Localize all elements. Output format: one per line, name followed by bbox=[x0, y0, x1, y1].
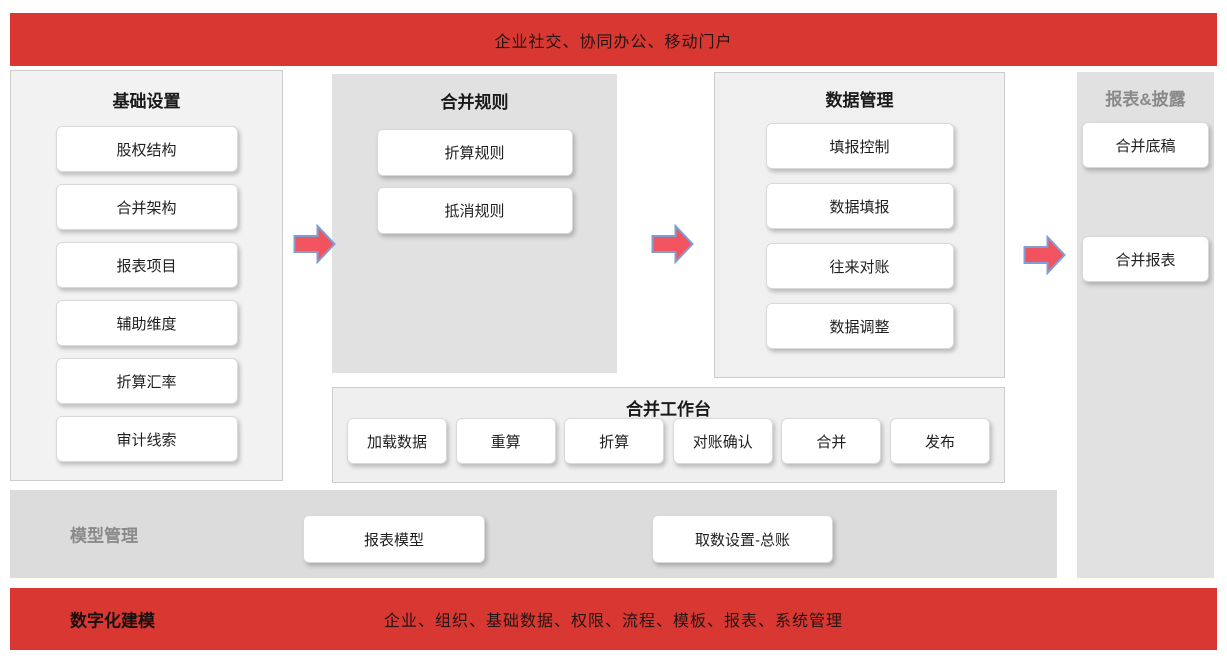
module-intercompany-reconciliation: 往来对账 bbox=[765, 243, 954, 289]
module-elimination-rules: 抵消规则 bbox=[376, 187, 573, 234]
right-arrow-icon bbox=[651, 223, 694, 265]
band-model-management: 模型管理 报表模型 取数设置-总账 bbox=[10, 490, 1057, 578]
module-audit-trail: 审计线索 bbox=[55, 416, 238, 462]
panel-consolidation-workbench: 合并工作台 加载数据 重算 折算 对账确认 合并 发布 bbox=[332, 387, 1005, 483]
module-publish: 发布 bbox=[889, 418, 990, 464]
panel-basic-settings: 基础设置 股权结构 合并架构 报表项目 辅助维度 折算汇率 审计线索 bbox=[10, 70, 283, 481]
module-consolidation-structure: 合并架构 bbox=[55, 184, 238, 230]
module-exchange-rate: 折算汇率 bbox=[55, 358, 238, 404]
module-translate: 折算 bbox=[564, 418, 665, 464]
panel-report-title: 报表&披露 bbox=[1105, 90, 1186, 109]
module-recalculate: 重算 bbox=[455, 418, 556, 464]
band-model-title: 模型管理 bbox=[70, 526, 138, 546]
right-arrow-icon bbox=[293, 223, 336, 265]
module-equity-structure: 股权结构 bbox=[55, 126, 238, 172]
module-auxiliary-dimension: 辅助维度 bbox=[55, 300, 238, 346]
flow-arrow-3 bbox=[1022, 234, 1067, 280]
module-reconciliation-confirm: 对账确认 bbox=[672, 418, 773, 464]
bottom-banner-label: 数字化建模 bbox=[70, 611, 155, 631]
module-report-model: 报表模型 bbox=[303, 515, 485, 563]
bottom-banner-text: 企业、组织、基础数据、权限、流程、模板、报表、系统管理 bbox=[383, 613, 843, 630]
workbench-row: 加载数据 重算 折算 对账确认 合并 发布 bbox=[333, 418, 1004, 464]
module-translation-rules: 折算规则 bbox=[376, 129, 573, 176]
panel-data-management: 数据管理 填报控制 数据填报 往来对账 数据调整 bbox=[714, 72, 1005, 378]
panel-data-title: 数据管理 bbox=[825, 91, 894, 110]
module-filling-control: 填报控制 bbox=[765, 123, 954, 169]
bottom-banner: 数字化建模 企业、组织、基础数据、权限、流程、模板、报表、系统管理 bbox=[10, 588, 1217, 650]
flow-arrow-2 bbox=[650, 223, 695, 269]
panel-basic-title: 基础设置 bbox=[112, 92, 181, 111]
module-data-filling: 数据填报 bbox=[765, 183, 954, 229]
panel-rules-title: 合并规则 bbox=[440, 93, 509, 112]
panel-workbench-title: 合并工作台 bbox=[626, 400, 711, 419]
panel-report-disclosure: 报表&披露 合并底稿 合并报表 bbox=[1077, 72, 1214, 578]
top-banner-text: 企业社交、协同办公、移动门户 bbox=[494, 33, 733, 51]
module-load-data: 加载数据 bbox=[347, 418, 447, 464]
module-consolidated-report: 合并报表 bbox=[1082, 236, 1209, 282]
right-arrow-icon bbox=[1023, 234, 1066, 276]
module-data-adjustment: 数据调整 bbox=[765, 303, 954, 349]
module-report-items: 报表项目 bbox=[55, 242, 238, 288]
top-banner: 企业社交、协同办公、移动门户 bbox=[10, 13, 1217, 66]
module-data-fetch-general-ledger: 取数设置-总账 bbox=[652, 515, 833, 563]
flow-arrow-1 bbox=[292, 223, 337, 269]
module-consolidation-workpaper: 合并底稿 bbox=[1082, 122, 1209, 168]
panel-consolidation-rules: 合并规则 折算规则 抵消规则 bbox=[332, 74, 617, 373]
module-consolidate: 合并 bbox=[781, 418, 882, 464]
